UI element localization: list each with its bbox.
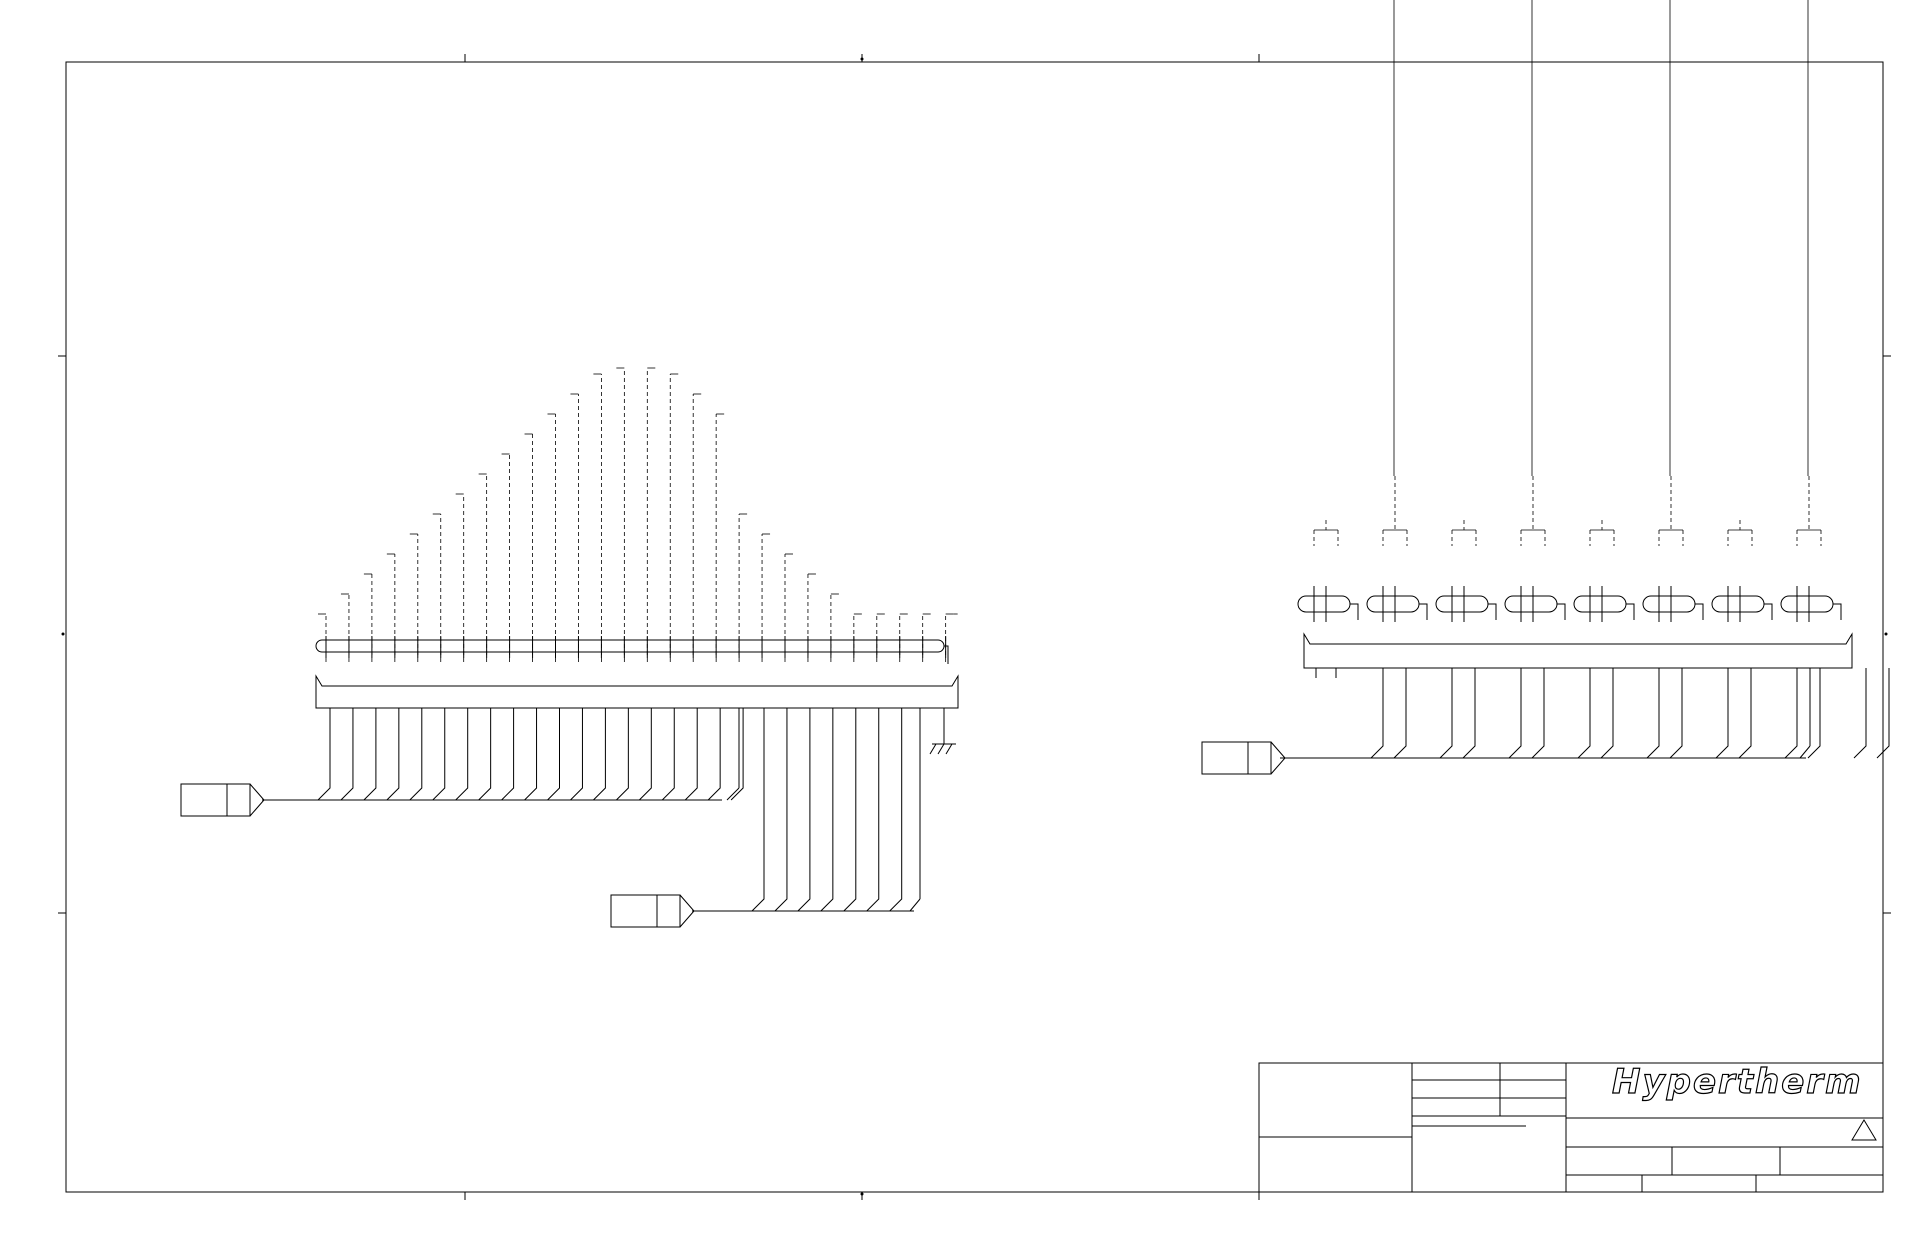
pin-contact [1711,595,1765,613]
pin-lead [1419,603,1428,620]
bundle-wire [1462,668,1476,759]
bundle-wire [707,708,721,801]
bundle-wire [774,708,788,912]
bundle-wire [909,898,921,912]
center-mark-left [61,632,65,636]
bundle-wire [570,708,583,801]
bundle-wire [1531,668,1545,759]
ground-symbol [937,743,945,755]
bundle-wire [615,708,629,801]
pin-lead [1833,603,1842,620]
strip-lead [944,645,949,664]
bundle-wire [1646,668,1660,759]
pin-lead [1350,603,1359,620]
bundle-wire [501,708,515,801]
title-block [1258,1062,1884,1193]
title-block-frame [1258,1062,1884,1193]
pin-lead [1695,603,1704,620]
bundle-wire [547,708,560,801]
bundle-wire [524,708,538,801]
bundle-wire [1853,668,1867,759]
plug-tip [1270,741,1286,775]
ground-symbol [929,743,937,755]
bundle-wire [340,708,354,801]
center-mark-top [860,57,864,61]
bundle-wire [409,708,423,801]
plug-tip [679,894,695,928]
border-rectangle [65,61,1884,1193]
pin-contact [1780,595,1834,613]
right-connector-assembly [1201,0,1890,775]
bundle-wire [684,708,698,801]
center-mark-bottom [860,1192,864,1196]
plug-body [1201,741,1249,775]
bundle-wire [1738,668,1752,759]
plug-body [656,894,681,928]
pin-contact [1435,595,1489,613]
bundle-wire [593,708,606,801]
bundle-wire [889,708,903,912]
pin-contact [1504,595,1558,613]
bundle-wire [1669,668,1683,759]
drawing-frame [58,54,1891,1200]
connector-housing [1303,632,1853,669]
bundle-wire [1600,668,1614,759]
plug-body [610,894,658,928]
bundle-wire [866,708,880,912]
plug-tip [249,783,265,817]
company-logo: Hypertherm [1611,1061,1863,1102]
pin-lead [1557,603,1566,620]
bundle-wire [1807,668,1821,759]
bundle-wire [797,708,811,912]
pin-contact [1573,595,1627,613]
ground-symbol [945,743,953,755]
bundle-wire [1577,668,1591,759]
bundle-wire [1715,668,1729,759]
pin-contact [1642,595,1696,613]
bundle-wire [1784,668,1798,759]
triangle-icon [1851,1119,1877,1141]
center-mark-right [1884,632,1888,636]
bundle-wire [363,708,377,801]
bundle-wire [1439,668,1453,759]
plug-body [1247,741,1272,775]
bundle-wire [751,708,765,912]
bundle-wire [1370,668,1384,759]
pin-lead [1626,603,1635,620]
bundle-wire [386,708,400,801]
plug-body [180,783,228,817]
bundle-wire [317,708,331,801]
bundle-wire [432,708,446,801]
connector-housing [315,674,959,709]
bundle-wire [1508,668,1522,759]
left-connector-assembly [180,367,959,928]
bundle-wire [843,708,857,912]
pin-contact [1366,595,1420,613]
bundle-wire [730,708,744,801]
bundle-wire [1393,668,1407,759]
bundle-wire [1876,668,1890,759]
pin-strip [315,639,945,653]
bundle-wire [820,708,834,912]
bundle-wire [455,708,469,801]
bundle-wire [638,708,652,801]
bundle-wire [478,708,492,801]
pin-contact [1297,595,1351,613]
pin-lead [1488,603,1497,620]
bundle-wire [1799,745,1811,759]
plug-body [226,783,251,817]
pin-lead [1764,603,1773,620]
bundle-wire [726,787,740,801]
bundle-wire [661,708,675,801]
